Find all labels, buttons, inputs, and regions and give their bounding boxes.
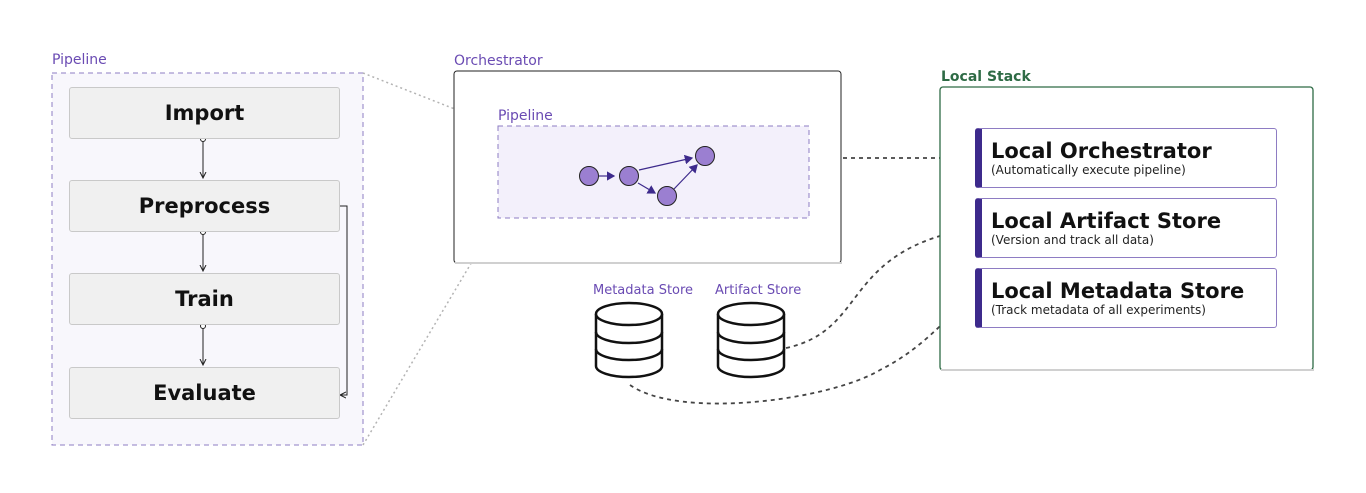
orchestrator-box-shadow (455, 262, 842, 264)
inner-pipeline-title: Pipeline (498, 108, 553, 124)
inner-pipeline-box (497, 125, 810, 219)
step-import[interactable]: Import (69, 87, 340, 139)
local-orchestrator-title: Local Orchestrator (991, 139, 1212, 163)
artifact-link (785, 227, 976, 349)
database-icon (716, 301, 786, 379)
orchestrator-title: Orchestrator (454, 53, 543, 69)
step-preprocess[interactable]: Preprocess (69, 180, 340, 232)
local-stack-title: Local Stack (941, 69, 1031, 85)
local-artifact-store-subtitle: (Version and track all data) (991, 233, 1154, 247)
dag-node (619, 166, 639, 186)
local-orchestrator-subtitle: (Automatically execute pipeline) (991, 163, 1186, 177)
local-metadata-store-subtitle: (Track metadata of all experiments) (991, 303, 1206, 317)
metadata-store-label: Metadata Store (593, 283, 694, 298)
mini-dag (579, 146, 715, 206)
artifact-store-label: Artifact Store (715, 283, 802, 298)
local-metadata-store-card[interactable]: Local Metadata Store (Track metadata of … (975, 268, 1277, 328)
step-evaluate[interactable]: Evaluate (69, 367, 340, 419)
local-orchestrator-card[interactable]: Local Orchestrator (Automatically execut… (975, 128, 1277, 188)
metadata-link (629, 297, 976, 405)
database-icon (594, 301, 664, 379)
step-train[interactable]: Train (69, 273, 340, 325)
skip-connector (338, 205, 348, 395)
dag-node (695, 146, 715, 166)
local-artifact-store-title: Local Artifact Store (991, 209, 1222, 233)
pipeline-group-title: Pipeline (52, 52, 107, 68)
local-artifact-store-card[interactable]: Local Artifact Store (Version and track … (975, 198, 1277, 258)
local-stack-box-shadow (941, 369, 1314, 371)
dag-node (579, 166, 599, 186)
dag-node (657, 186, 677, 206)
local-metadata-store-title: Local Metadata Store (991, 279, 1245, 303)
